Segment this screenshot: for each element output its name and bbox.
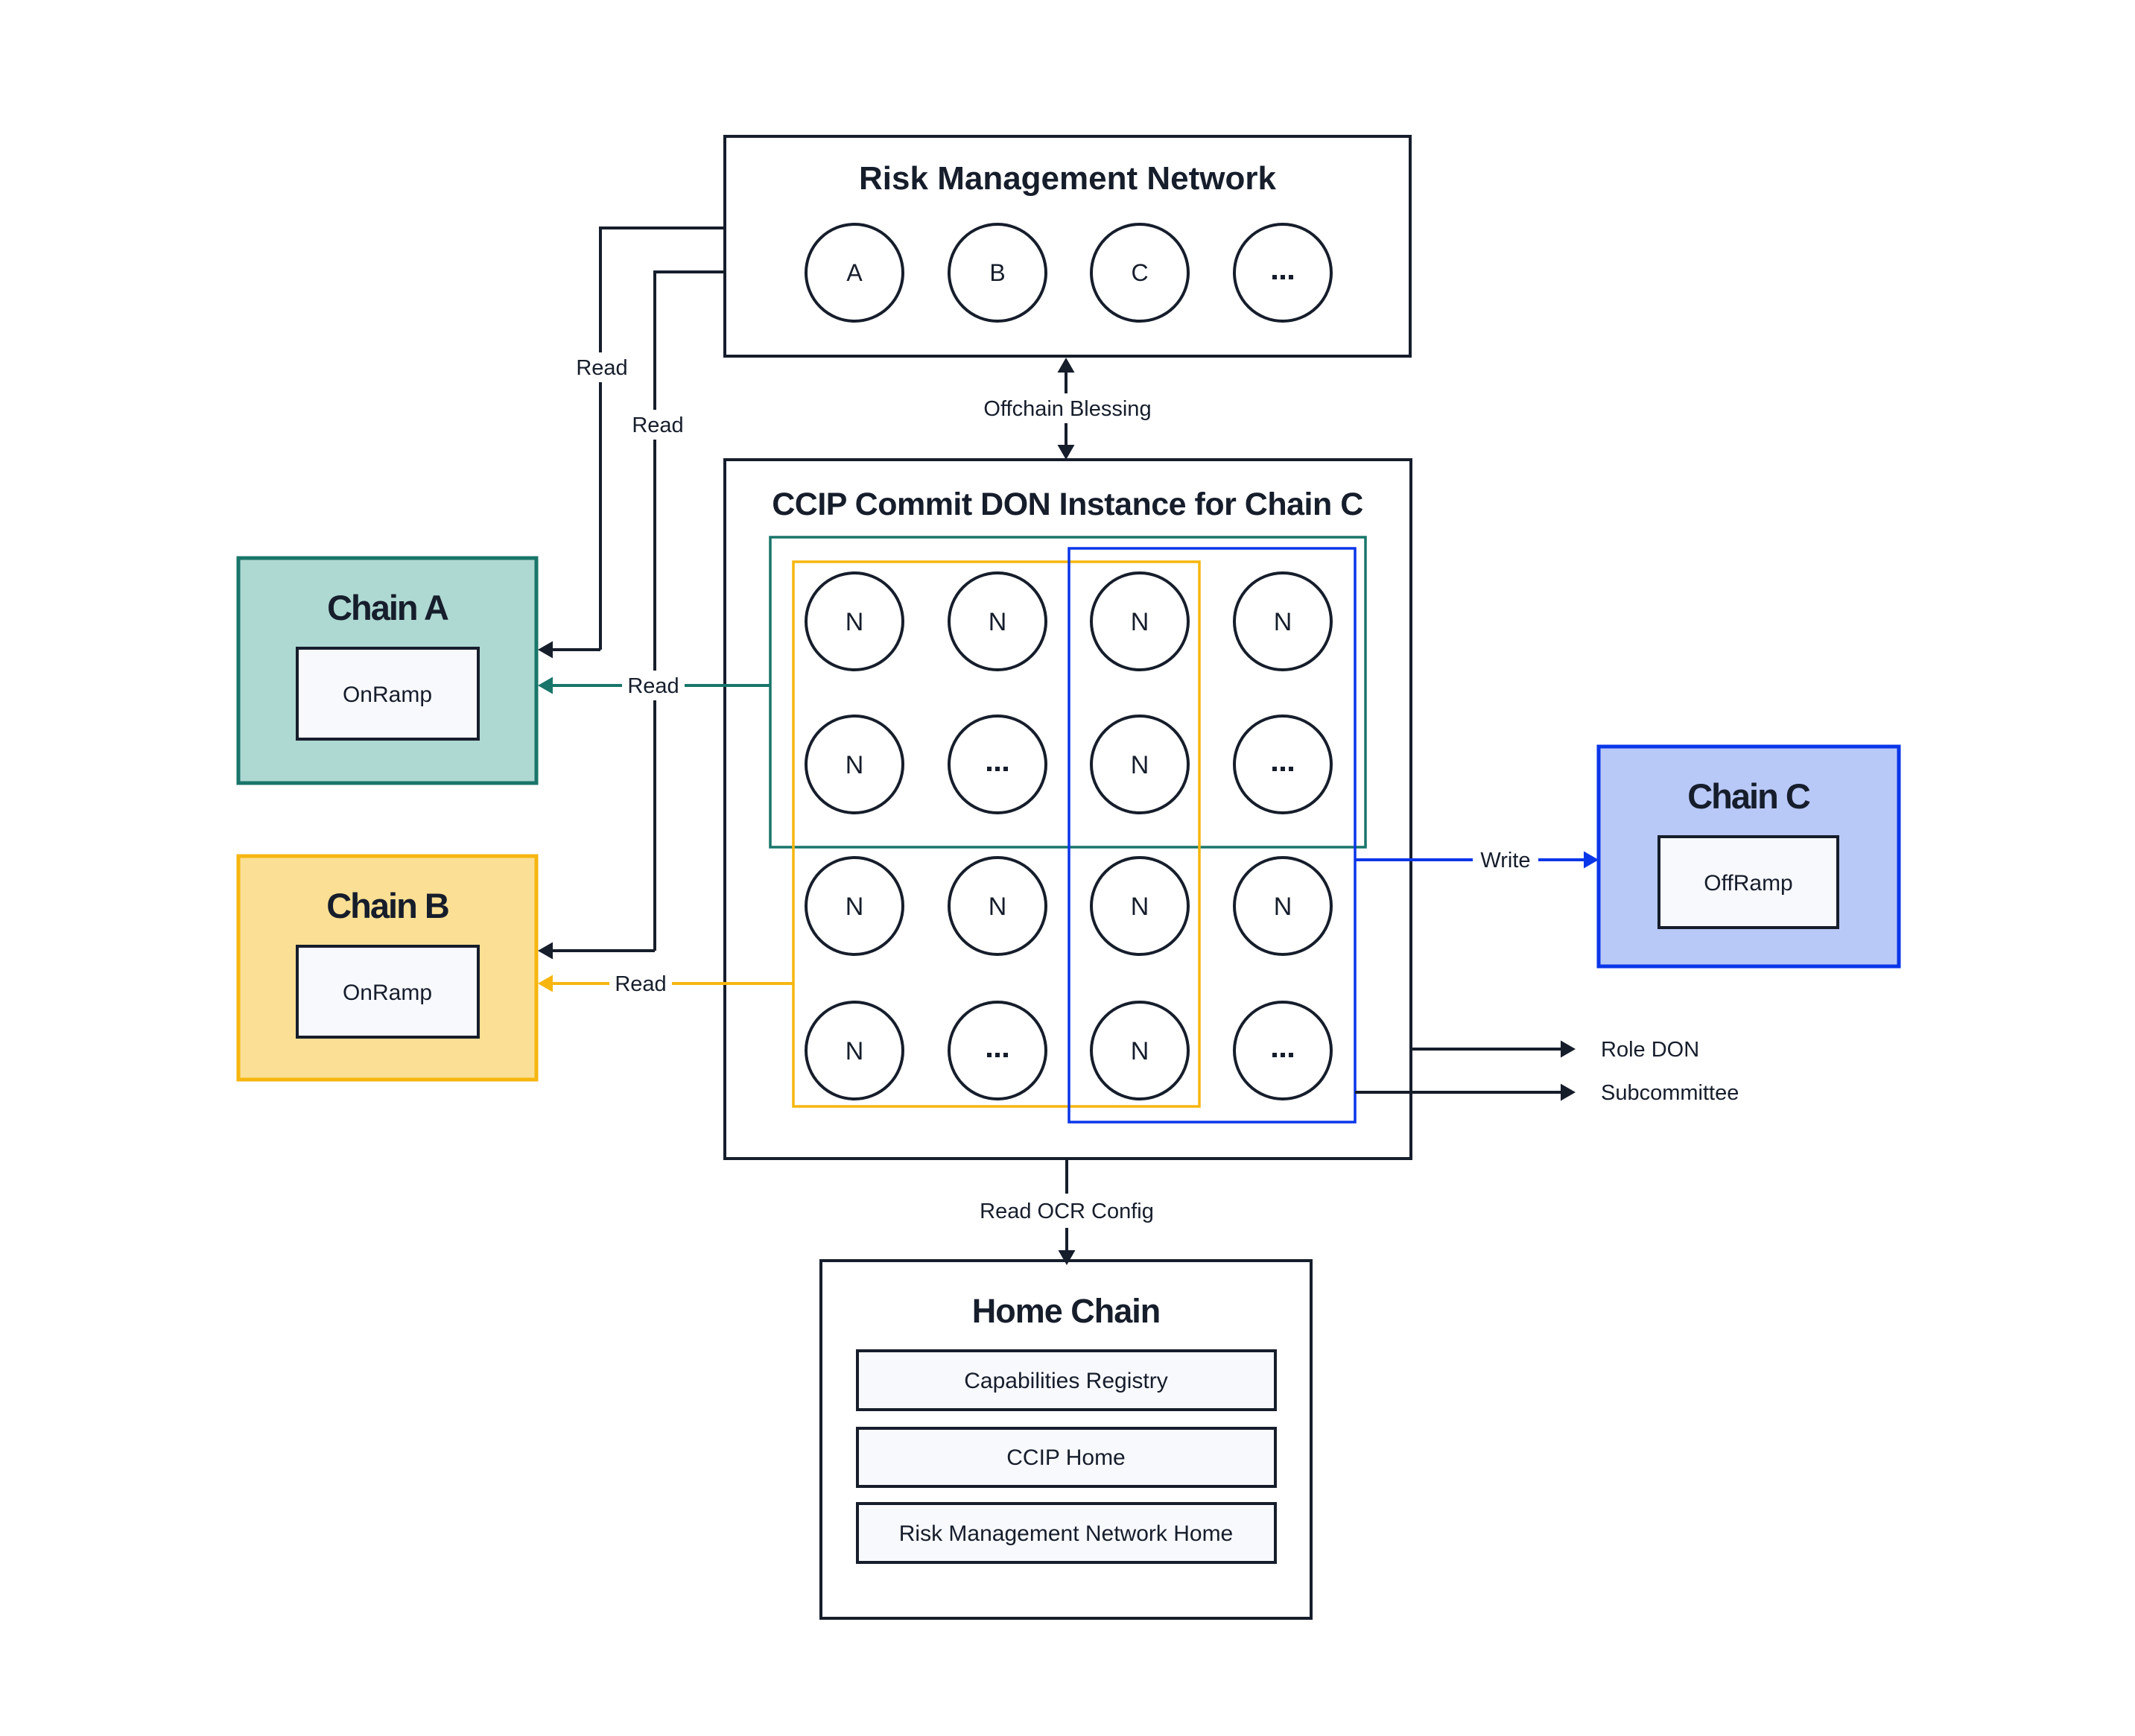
svg-text:Read: Read xyxy=(576,356,627,380)
svg-text:OnRamp: OnRamp xyxy=(343,981,432,1005)
svg-text:OffRamp: OffRamp xyxy=(1704,871,1793,896)
svg-text:N: N xyxy=(1274,893,1292,921)
svg-text:Offchain Blessing: Offchain Blessing xyxy=(983,397,1151,421)
svg-text:C: C xyxy=(1131,259,1148,286)
svg-text:N: N xyxy=(1131,893,1149,921)
svg-text:N: N xyxy=(846,893,864,921)
svg-text:Chain C: Chain C xyxy=(1687,776,1810,816)
svg-text:Role DON: Role DON xyxy=(1601,1038,1699,1062)
svg-text:N: N xyxy=(1131,1037,1149,1065)
svg-text:N: N xyxy=(1131,608,1149,636)
svg-text:N: N xyxy=(1274,608,1292,636)
svg-text:Risk Management Network Home: Risk Management Network Home xyxy=(899,1521,1234,1546)
svg-text:OnRamp: OnRamp xyxy=(343,682,432,707)
svg-text:Read OCR Config: Read OCR Config xyxy=(980,1200,1154,1223)
svg-text:N: N xyxy=(1131,751,1149,779)
svg-text:Chain A: Chain A xyxy=(327,588,448,627)
svg-text:Read: Read xyxy=(615,972,666,996)
svg-text:N: N xyxy=(846,608,864,636)
svg-text:Read: Read xyxy=(627,674,679,698)
svg-text:B: B xyxy=(989,259,1005,286)
svg-text:N: N xyxy=(846,1037,864,1065)
svg-text:Subcommittee: Subcommittee xyxy=(1601,1081,1739,1105)
svg-text:CCIP Commit DON Instance for C: CCIP Commit DON Instance for Chain C xyxy=(772,487,1363,522)
svg-text:Read: Read xyxy=(632,414,683,437)
svg-text:Chain B: Chain B xyxy=(326,886,448,925)
svg-text:N: N xyxy=(989,893,1007,921)
svg-text:N: N xyxy=(846,751,864,779)
svg-text:Capabilities Registry: Capabilities Registry xyxy=(964,1369,1167,1393)
svg-text:CCIP Home: CCIP Home xyxy=(1006,1445,1126,1470)
svg-text:Home Chain: Home Chain xyxy=(972,1292,1161,1330)
svg-text:Write: Write xyxy=(1480,849,1530,872)
svg-text:Risk Management Network: Risk Management Network xyxy=(859,160,1276,197)
svg-text:N: N xyxy=(989,608,1007,636)
svg-text:A: A xyxy=(846,259,863,286)
